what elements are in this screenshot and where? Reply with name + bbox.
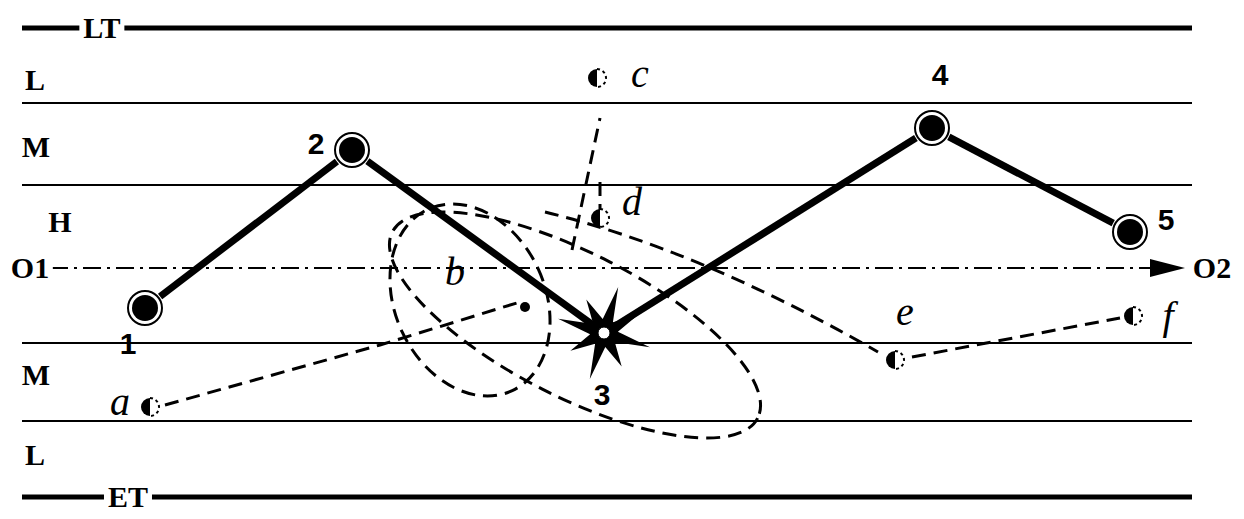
circle-node: 2 <box>333 131 371 169</box>
point-marker <box>895 351 904 369</box>
track-loop <box>360 178 580 423</box>
track-path <box>912 318 1120 357</box>
circle-node: 4 <box>913 109 951 147</box>
node-shape <box>913 109 951 147</box>
node-shape <box>333 131 371 169</box>
point-label: e <box>896 292 914 332</box>
track-path <box>165 302 520 405</box>
band-label: M <box>22 132 50 162</box>
axis-arrowhead <box>1150 259 1185 277</box>
point-label: d <box>622 182 642 222</box>
boundary-line <box>22 495 1192 500</box>
callout-number: 2 <box>308 129 325 159</box>
point-marker <box>600 209 609 227</box>
point-marker <box>1133 307 1142 325</box>
callout-number: 3 <box>594 380 611 410</box>
track-path <box>599 182 602 210</box>
band-label: O2 <box>1189 253 1235 283</box>
callout-number: 5 <box>1158 205 1175 235</box>
point-dot <box>520 302 530 312</box>
track-connector <box>160 162 337 297</box>
axis-line <box>50 267 1165 269</box>
boundary-line <box>22 26 1192 31</box>
node-shape <box>554 283 654 383</box>
point-marker <box>597 69 606 87</box>
callout-number: 4 <box>932 60 949 90</box>
band-label: O1 <box>7 253 53 283</box>
point-marker <box>1124 307 1133 325</box>
band-label: ET <box>104 482 152 512</box>
band-label: L <box>25 440 45 470</box>
band-line <box>22 102 1192 104</box>
band-label: L <box>25 65 45 95</box>
track-path <box>572 118 600 250</box>
point-marker <box>150 398 159 416</box>
point-label: c <box>631 54 649 94</box>
track-loop <box>360 168 791 482</box>
node-shape <box>126 289 164 327</box>
band-label: LT <box>79 13 124 43</box>
star-node: 3 <box>554 283 654 383</box>
point-label: a <box>110 382 130 422</box>
circle-node: 1 <box>126 289 164 327</box>
band-label: H <box>48 207 71 237</box>
point-label: b <box>445 252 465 292</box>
track-connector <box>610 138 916 329</box>
point-marker <box>141 398 150 416</box>
band-line <box>22 184 1192 186</box>
circle-node: 5 <box>1111 213 1149 251</box>
track-connector <box>949 137 1113 223</box>
point-marker <box>591 209 600 227</box>
point-marker <box>886 351 895 369</box>
band-label: M <box>22 360 50 390</box>
track-connector <box>367 161 598 329</box>
band-line <box>22 420 1192 422</box>
node-shape <box>1111 213 1149 251</box>
point-label: f <box>1162 296 1173 336</box>
callout-number: 1 <box>120 329 137 359</box>
point-marker <box>588 69 597 87</box>
